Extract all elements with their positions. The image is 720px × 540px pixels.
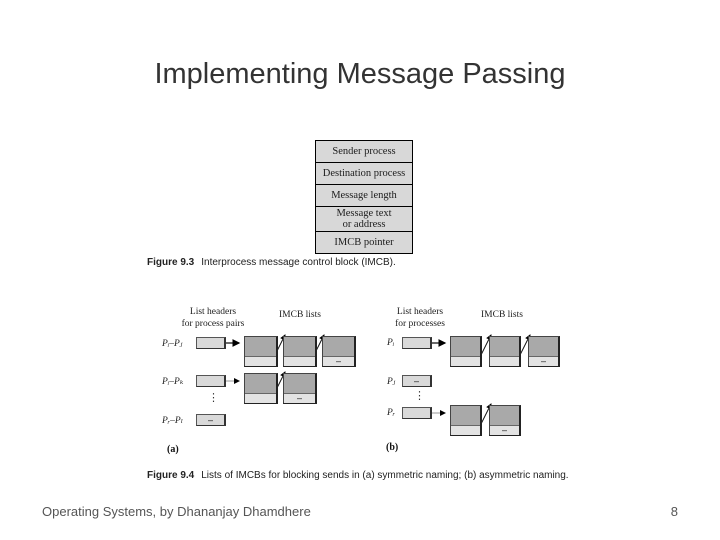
figure-9-3-label: Figure 9.3 bbox=[147, 257, 195, 268]
b-row1-process-label: Pᵢ bbox=[387, 338, 395, 348]
b-row1-list-header-box bbox=[402, 337, 432, 349]
a-row2-process-pair-label: Pᵢ–Pₖ bbox=[162, 377, 184, 387]
a-row1-imcb-3: – bbox=[322, 336, 356, 367]
figure-9-3-caption-text: Interprocess message control block (IMCB… bbox=[201, 257, 396, 268]
figure-9-3-caption: Figure 9.3 Interprocess message control b… bbox=[147, 257, 396, 268]
a-list-headers-label: List headers for process pairs bbox=[181, 307, 245, 329]
figure-9-4-caption-text: Lists of IMCBs for blocking sends in (a)… bbox=[201, 470, 569, 481]
b-row3-imcb-1 bbox=[450, 405, 482, 436]
page-number: 8 bbox=[670, 504, 678, 519]
a-row2-imcb-1 bbox=[244, 373, 278, 404]
imcb-table-row-pointer: IMCB pointer bbox=[334, 236, 394, 248]
figure-9-4-caption: Figure 9.4 Lists of IMCBs for blocking se… bbox=[147, 470, 569, 481]
panel-b-label: (b) bbox=[386, 442, 399, 453]
b-row1-imcb-1 bbox=[450, 336, 482, 367]
b-ellipsis: ⋮ bbox=[414, 389, 425, 402]
footer-attribution: Operating Systems, by Dhananjay Dhamdher… bbox=[42, 504, 311, 519]
null-pointer: – bbox=[207, 414, 213, 425]
null-pointer: – bbox=[413, 375, 419, 386]
a-row1-process-pair-label: Pᵢ–Pⱼ bbox=[162, 339, 183, 349]
panel-a-label: (a) bbox=[167, 444, 179, 455]
b-row3-list-header-box bbox=[402, 407, 432, 419]
b-row2-process-label: Pⱼ bbox=[387, 377, 396, 387]
b-row2-list-header-box: – bbox=[402, 375, 432, 387]
b-imcb-lists-label: IMCB lists bbox=[481, 310, 523, 320]
a-row3-process-pair-label: Pᵣ–Pₗ bbox=[162, 416, 183, 426]
b-list-headers-label: List headers for processes bbox=[395, 307, 445, 329]
b-row1-imcb-2 bbox=[489, 336, 521, 367]
b-row3-imcb-2: – bbox=[489, 405, 521, 436]
imcb-table-row-length: Message length bbox=[316, 185, 412, 207]
null-pointer: – bbox=[296, 393, 302, 403]
a-row3-list-header-box: – bbox=[196, 414, 226, 426]
a-imcb-lists-label: IMCB lists bbox=[279, 310, 321, 320]
null-pointer: – bbox=[540, 356, 546, 366]
b-row1-imcb-3: – bbox=[528, 336, 560, 367]
imcb-table-row-text: Message text or address bbox=[316, 207, 412, 232]
a-row2-imcb-2: – bbox=[283, 373, 317, 404]
a-row1-list-header-box bbox=[196, 337, 226, 349]
imcb-table-row-destination: Destination process bbox=[316, 163, 412, 185]
page-title: Implementing Message Passing bbox=[154, 58, 566, 90]
figure-9-4-label: Figure 9.4 bbox=[147, 470, 195, 481]
a-row1-imcb-1 bbox=[244, 336, 278, 367]
null-pointer: – bbox=[335, 356, 341, 366]
imcb-table: Sender process Destination process Messa… bbox=[315, 140, 413, 254]
figure-9-4-diagram: List headers for process pairs IMCB list… bbox=[150, 300, 580, 468]
a-row1-imcb-2 bbox=[283, 336, 317, 367]
b-row3-process-label: Pᵣ bbox=[387, 408, 396, 418]
imcb-table-row-sender: Sender process bbox=[316, 141, 412, 163]
a-row2-list-header-box bbox=[196, 375, 226, 387]
a-ellipsis: ⋮ bbox=[208, 391, 219, 404]
null-pointer: – bbox=[501, 425, 507, 435]
